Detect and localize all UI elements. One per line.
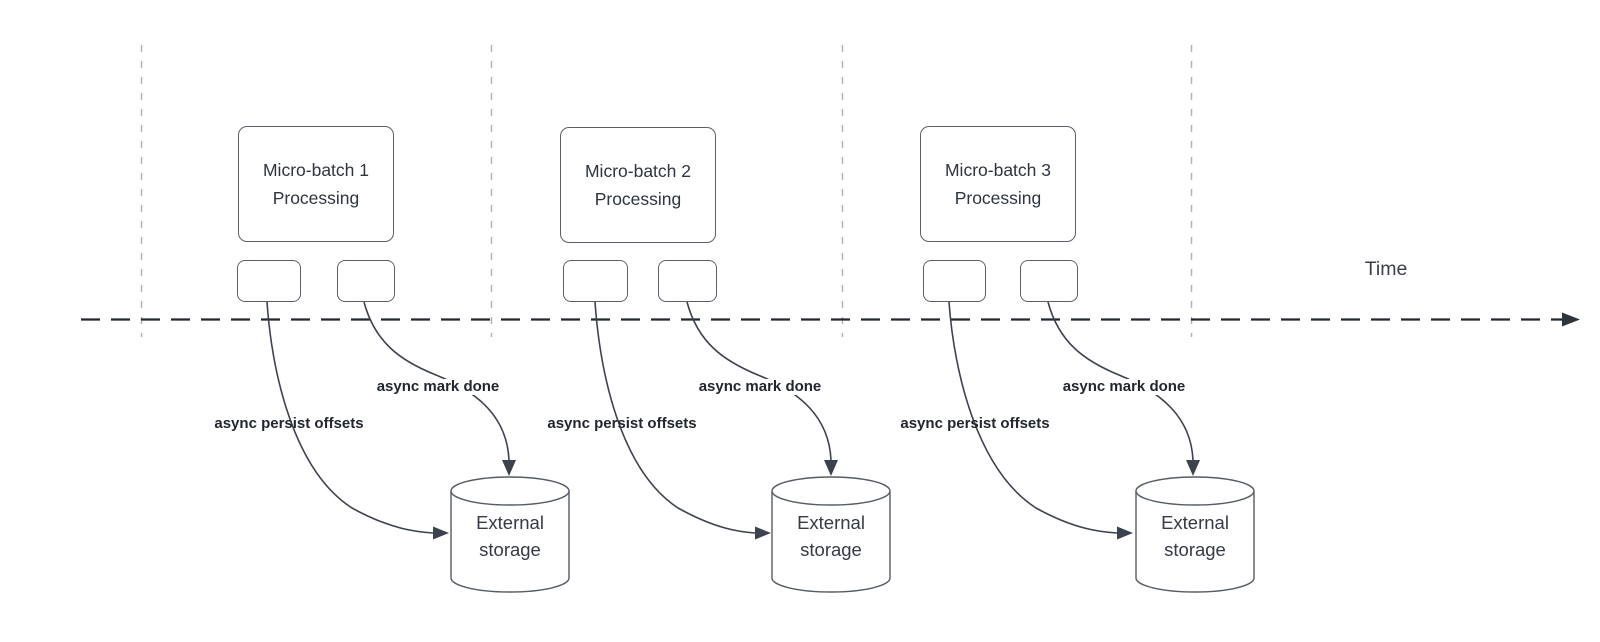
microbatch-3-persist-task-box [923, 260, 986, 302]
time-axis-arrowhead-icon [1562, 312, 1580, 327]
mark-done-arrow-2 [686, 301, 832, 461]
mark-done-label-1: async mark done [367, 379, 509, 395]
persist-offsets-arrowhead-icon-3 [1117, 526, 1133, 540]
time-axis-label: Time [1364, 258, 1408, 280]
mark-done-label-3: async mark done [1053, 379, 1195, 395]
mark-done-arrow-3 [1047, 301, 1194, 461]
external-storage-label-2: External storage [797, 512, 865, 560]
microbatch-2-processing-box: Micro-batch 2 Processing [560, 127, 716, 243]
external-storage-cylinder-1 [450, 476, 570, 593]
persist-offsets-label-2: async persist offsets [547, 415, 697, 432]
mark-done-label-2: async mark done [689, 379, 831, 395]
external-storage-cylinder-2 [771, 476, 891, 593]
mark-done-arrowhead-icon-2 [824, 460, 838, 476]
microbatch-3-markdone-task-box [1020, 260, 1078, 302]
external-storage-label-1: External storage [476, 512, 544, 560]
persist-offsets-label-3: async persist offsets [900, 415, 1050, 432]
external-storage-label-3: External storage [1161, 512, 1229, 560]
microbatch-1-markdone-task-box [337, 260, 395, 302]
persist-offsets-arrow-1 [266, 301, 434, 534]
microbatch-2-markdone-task-box [658, 260, 717, 302]
microbatch-1-processing-box: Micro-batch 1 Processing [238, 126, 394, 242]
persist-offsets-label-1: async persist offsets [214, 415, 364, 432]
microbatch-1-persist-task-box [237, 260, 301, 302]
external-storage-cylinder-3 [1135, 476, 1255, 593]
persist-offsets-arrowhead-icon-1 [433, 526, 449, 540]
mark-done-arrowhead-icon-3 [1186, 460, 1200, 476]
mark-done-arrowhead-icon-1 [502, 460, 516, 476]
persist-offsets-arrowhead-icon-2 [755, 526, 771, 540]
persist-offsets-arrow-2 [594, 301, 756, 534]
microbatch-3-processing-box: Micro-batch 3 Processing [920, 126, 1076, 242]
microbatch-2-persist-task-box [563, 260, 628, 302]
mark-done-arrow-1 [363, 301, 510, 461]
persist-offsets-arrow-3 [948, 301, 1118, 534]
